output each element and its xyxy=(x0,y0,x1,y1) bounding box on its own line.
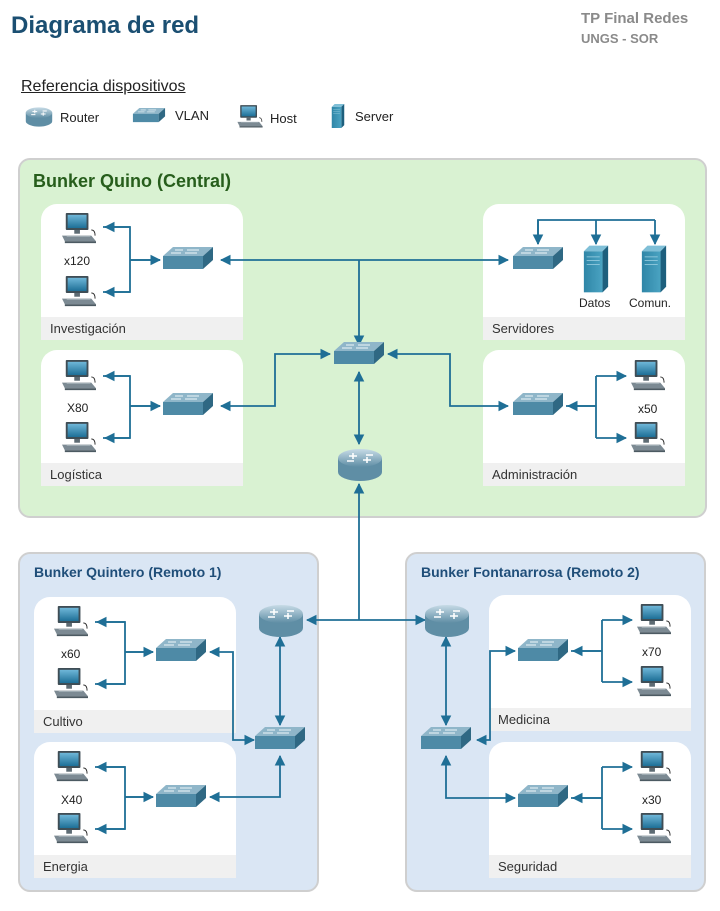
vlan-label-investigacion: Investigación xyxy=(41,317,243,340)
link-r1-cultivo xyxy=(208,646,256,746)
switch-logistica-icon[interactable] xyxy=(163,393,213,416)
host-count-investigacion: x120 xyxy=(64,254,91,268)
legend-server-icon xyxy=(331,104,345,128)
server-datos-icon[interactable] xyxy=(583,245,609,293)
switch-investigacion-icon[interactable] xyxy=(163,247,213,270)
legend-host-label: Host xyxy=(270,111,297,126)
server-comun-icon[interactable] xyxy=(641,245,667,293)
link-r2-medicina xyxy=(475,645,517,746)
server-label-datos: Datos xyxy=(579,296,611,310)
host-icon[interactable] xyxy=(636,750,672,782)
host-icon[interactable] xyxy=(636,665,672,697)
link-r1-energia xyxy=(208,754,286,803)
legend-host-icon xyxy=(237,104,263,128)
host-count-seguridad: x30 xyxy=(642,793,662,807)
vlan-label-cultivo: Cultivo xyxy=(34,710,236,733)
link-energia-hosts xyxy=(95,766,153,830)
legend-vlan-icon xyxy=(132,108,166,123)
host-icon[interactable] xyxy=(61,421,97,453)
vlan-label-servidores: Servidores xyxy=(483,317,685,340)
zone-remoto1-title: Bunker Quintero (Remoto 1) xyxy=(34,564,222,580)
legend-title: Referencia dispositivos xyxy=(21,78,186,95)
switch-servidores-icon[interactable] xyxy=(513,247,563,270)
host-icon[interactable] xyxy=(630,421,666,453)
router-remoto1-icon[interactable] xyxy=(258,604,304,638)
link-logistica-core xyxy=(219,348,332,412)
host-icon[interactable] xyxy=(61,359,97,391)
host-count-logistica: X80 xyxy=(67,401,89,415)
legend-router-icon xyxy=(25,106,53,128)
switch-cultivo-icon[interactable] xyxy=(156,639,206,662)
link-cultivo-hosts xyxy=(95,621,153,685)
host-icon[interactable] xyxy=(630,359,666,391)
host-icon[interactable] xyxy=(53,605,89,637)
legend-server-label: Server xyxy=(355,109,394,124)
host-count-medicina: x70 xyxy=(642,645,662,659)
switch-core-icon[interactable] xyxy=(334,342,384,365)
host-count-administracion: x50 xyxy=(638,402,658,416)
vlan-label-seguridad: Seguridad xyxy=(489,855,691,878)
switch-seguridad-icon[interactable] xyxy=(518,785,568,808)
zone-central-title: Bunker Quino (Central) xyxy=(33,171,232,191)
switch-administracion-icon[interactable] xyxy=(513,393,563,416)
switch-energia-icon[interactable] xyxy=(156,785,206,808)
host-icon[interactable] xyxy=(53,812,89,844)
host-count-cultivo: x60 xyxy=(61,647,81,661)
link-logistica-hosts xyxy=(103,375,160,439)
host-count-energia: X40 xyxy=(61,793,83,807)
page-title: Diagrama de red xyxy=(11,12,200,39)
host-icon[interactable] xyxy=(61,275,97,307)
legend-vlan-label: VLAN xyxy=(175,108,209,123)
vlan-card-servidores: Servidores xyxy=(483,204,685,340)
switch-remoto1-core-icon[interactable] xyxy=(255,727,305,750)
switch-remoto2-core-icon[interactable] xyxy=(421,727,471,750)
vlan-label-energia: Energia xyxy=(34,855,236,878)
switch-medicina-icon[interactable] xyxy=(518,639,568,662)
host-icon[interactable] xyxy=(61,212,97,244)
server-label-comun: Comun. xyxy=(629,296,672,310)
router-remoto2-icon[interactable] xyxy=(424,604,470,638)
host-icon[interactable] xyxy=(636,603,672,635)
zone-remoto2-title: Bunker Fontanarrosa (Remoto 2) xyxy=(421,564,640,580)
legend-router-label: Router xyxy=(60,110,100,125)
link-administracion-hosts xyxy=(566,376,597,438)
host-icon[interactable] xyxy=(53,750,89,782)
project-subtitle: UNGS - SOR xyxy=(581,31,659,46)
vlan-label-administracion: Administración xyxy=(483,463,685,486)
host-icon[interactable] xyxy=(636,812,672,844)
host-icon[interactable] xyxy=(53,667,89,699)
link-core-administracion xyxy=(386,348,510,412)
vlan-label-logistica: Logística xyxy=(41,463,243,486)
links xyxy=(95,219,661,835)
link-r2-seguridad xyxy=(440,754,517,804)
project-title: TP Final Redes xyxy=(581,10,689,27)
router-central-icon[interactable] xyxy=(337,448,383,482)
